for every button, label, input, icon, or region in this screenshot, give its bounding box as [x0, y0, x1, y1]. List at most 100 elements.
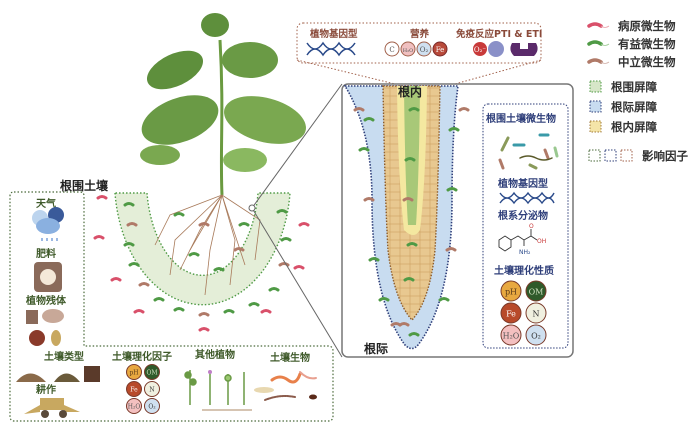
microbe-icon [248, 302, 260, 307]
plant-residue-icon [26, 309, 64, 346]
svg-text:C: C [389, 46, 394, 54]
microbe-icon [110, 277, 122, 282]
microbe-icon [278, 262, 290, 267]
microbe-icon [458, 107, 470, 112]
svg-text:Fe: Fe [436, 46, 445, 54]
microbe-icon [446, 187, 458, 192]
soil-microbes-label: 根围土壤微生物 [486, 112, 556, 125]
microbe-icon [378, 297, 390, 302]
svg-text:N: N [149, 387, 154, 394]
microbe-icon [188, 252, 200, 257]
svg-text:根际屏障: 根际屏障 [611, 100, 657, 114]
microbe-icon [404, 157, 416, 162]
microbe-icon [198, 327, 210, 332]
rhizosphere-microbes [93, 195, 310, 332]
plant-residue-label: 植物残体 [25, 294, 67, 307]
soil-organisms-icon [254, 371, 317, 401]
dna-icon [306, 41, 356, 57]
svg-text:O: O [529, 223, 534, 230]
microbe-icon [123, 202, 135, 207]
chem-circle-2 [126, 381, 142, 397]
svg-text:NH₂: NH₂ [519, 249, 531, 256]
chem-circle-4 [500, 324, 522, 346]
callout-genotype-label: 植物基因型 [309, 28, 358, 40]
microbe-icon [126, 222, 138, 227]
other-plants-label: 其他植物 [195, 348, 235, 361]
phenylalanine-structure-icon [498, 229, 538, 252]
microbe-icon [93, 235, 105, 240]
microbe-icon [276, 209, 288, 214]
microbe-icon [398, 322, 410, 327]
microbe-icon [133, 309, 145, 314]
svg-text:pH: pH [129, 370, 138, 377]
svg-text:OH: OH [537, 238, 546, 245]
svg-text:中立微生物: 中立微生物 [618, 55, 676, 69]
microbe-icon [293, 265, 305, 270]
svg-text:有益微生物: 有益微生物 [618, 37, 676, 51]
svg-text:Fe: Fe [130, 387, 138, 394]
chem-circle-5 [144, 398, 160, 414]
microbe-icon [448, 127, 460, 132]
fertilizer-label: 肥料 [36, 247, 56, 260]
microbe-icon [403, 277, 415, 282]
chem-circle-3 [144, 381, 160, 397]
soil-type-icon [16, 366, 100, 382]
microbe-icon [128, 262, 140, 267]
svg-text:OM: OM [529, 288, 544, 297]
chem-circle-0 [126, 364, 142, 380]
chem-circle-5 [525, 324, 547, 346]
soil-properties-label: 土壤理化性质 [494, 264, 554, 277]
microbe-icon [173, 307, 185, 312]
rhizosphere-soil-label: 根围土壤 [60, 178, 109, 193]
microbe-icon [353, 107, 365, 112]
soil-type-label: 土壤类型 [44, 350, 84, 363]
microbe-icon [123, 242, 135, 247]
exudates-label: 根系分泌物 [498, 209, 548, 222]
zoom-point [248, 204, 256, 212]
chem-circle-4 [126, 398, 142, 414]
svg-text:O₂: O₂ [531, 332, 541, 341]
microbe-icon [363, 117, 375, 122]
callout-immunity-label: 免疫反应PTI & ETI [456, 28, 542, 40]
microbe-community-icon [498, 133, 559, 170]
plant-shoot [140, 13, 306, 196]
microbe-icon [260, 309, 272, 314]
endosphere-label: 根内 [398, 84, 422, 99]
rhizoplane-label: 根际 [364, 341, 388, 356]
svg-text:影响因子: 影响因子 [642, 149, 688, 163]
microbe-icon [408, 107, 420, 112]
microbe-icon [138, 282, 150, 287]
microbe-icon [368, 257, 380, 262]
microbe-icon [173, 212, 185, 217]
nutrient-icons: C H₂O O₂ Fe [384, 41, 448, 57]
immune-protein-icon [488, 41, 504, 57]
zoom-connector-bottom [251, 207, 343, 358]
microbe-icon [408, 332, 420, 337]
svg-text:H₂O: H₂O [503, 332, 520, 341]
microbe-icon [402, 197, 414, 202]
genotype-label: 植物基因型 [497, 177, 548, 190]
svg-text:H₂O: H₂O [403, 48, 413, 54]
microbe-icon [198, 312, 210, 317]
microbe-icon [406, 242, 418, 247]
receptor-icon [510, 43, 538, 56]
svg-text:根围屏障: 根围屏障 [611, 80, 657, 94]
microbe-icon [268, 287, 280, 292]
other-plants-icon [184, 370, 252, 411]
rhizoplane-factors-box [482, 103, 569, 349]
microbe-icon [233, 247, 245, 252]
weather-label: 天气 [36, 197, 56, 210]
soil-biota-label: 土壤生物 [270, 351, 310, 364]
microbe-icon [238, 222, 250, 227]
dna-icon-panel [499, 191, 555, 205]
svg-text:H₂O: H₂O [128, 404, 141, 411]
svg-text:O₂: O₂ [420, 46, 429, 54]
svg-text:OM: OM [146, 370, 157, 377]
chem-circle-3 [525, 302, 547, 324]
microbe-icon [438, 297, 450, 302]
svg-text:pH: pH [505, 288, 517, 297]
chem-circle-1 [144, 364, 160, 380]
